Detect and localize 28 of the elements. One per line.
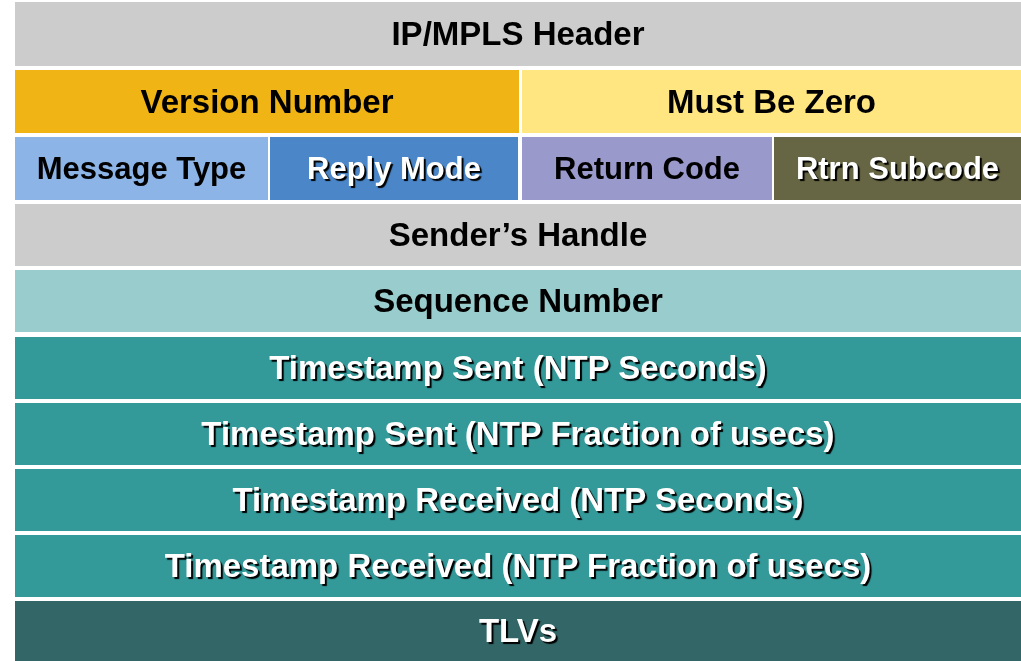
field-name: Message Type (36, 150, 247, 187)
field-name: Timestamp Sent (NTP Seconds) (269, 349, 767, 387)
field-name: Sequence Number (373, 282, 663, 320)
field-name: Timestamp Sent (NTP Fraction of usecs) (201, 415, 835, 453)
header-field (270, 137, 518, 200)
field-name: Return Code (554, 150, 740, 187)
header-field (15, 535, 1021, 597)
header-field (522, 137, 772, 200)
field-name: Timestamp Received (NTP Fraction of usecs) (164, 547, 872, 585)
field-name: Must Be Zero (667, 82, 876, 121)
header-field (15, 70, 519, 133)
header-field (15, 270, 1021, 332)
header-field (15, 469, 1021, 531)
header-field (15, 204, 1021, 266)
header-field (15, 337, 1021, 399)
field-name: Timestamp Received (NTP Seconds) (232, 481, 804, 519)
header-field (15, 2, 1021, 66)
field-name: Rtrn Subcode (795, 150, 1000, 187)
header-field (774, 137, 1021, 200)
field-name: Version Number (140, 82, 394, 121)
field-name: Sender’s Handle (388, 216, 648, 254)
field-name: TLVs (478, 612, 558, 650)
header-field (522, 70, 1021, 133)
field-name: IP/MPLS Header (391, 15, 645, 53)
field-name: Reply Mode (307, 150, 481, 187)
header-field (15, 403, 1021, 465)
header-field (15, 601, 1021, 661)
header-field (15, 137, 268, 200)
